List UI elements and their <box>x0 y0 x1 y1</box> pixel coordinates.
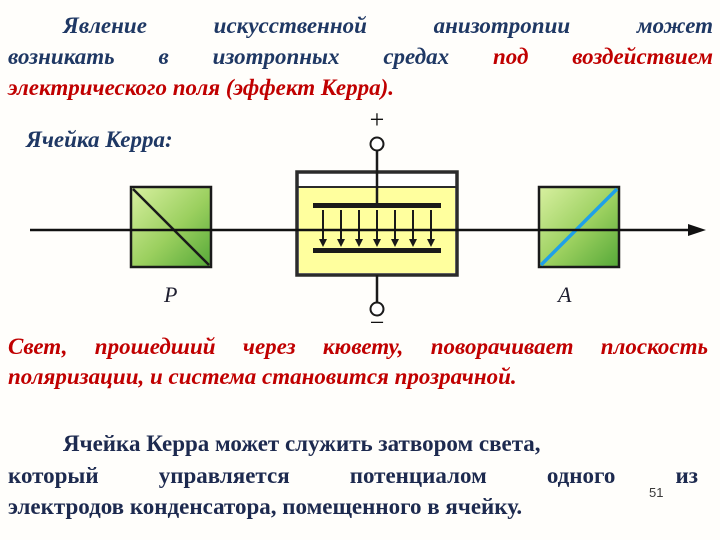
closing-line-2: который управляется потенциалом одного и… <box>8 462 698 488</box>
polarizer-label: P <box>163 282 177 307</box>
field-arrow <box>391 210 399 247</box>
title-line-2: возникать в изотропных средах под воздей… <box>8 41 713 72</box>
top-terminal <box>369 136 385 152</box>
analyzer-axis-line <box>539 187 619 267</box>
plus-terminal-label: + <box>370 105 385 134</box>
page-number: 51 <box>649 485 664 500</box>
title-line-1: Явление искусственной анизотропии может <box>8 10 713 41</box>
title-line-3: электрического поля (эффект Керра). <box>8 72 713 103</box>
beam-arrowhead <box>688 224 706 236</box>
light-beam <box>30 224 706 236</box>
field-arrow <box>373 210 381 247</box>
title-text-navy: возникать в изотропных средах <box>8 44 493 69</box>
description-paragraph: Свет, прошедший через кювету, поворачива… <box>8 332 708 392</box>
polarizer-axis-line <box>132 188 210 266</box>
capacitor-bottom-plate <box>313 248 441 253</box>
description-line-2: поляризации, и система становится прозра… <box>8 364 517 389</box>
closing-paragraph: Ячейка Керра может служить затвором свет… <box>8 428 698 523</box>
analyzer-square <box>537 185 621 269</box>
title-text-red: электрического поля (эффект Керра). <box>8 75 395 100</box>
field-arrow <box>337 210 345 247</box>
field-arrow <box>409 210 417 247</box>
analyzer-label: A <box>556 282 572 307</box>
capacitor-top-plate <box>313 203 441 208</box>
closing-line-3: электродов конденсатора, помещенного в я… <box>8 494 523 519</box>
field-arrow <box>355 210 363 247</box>
field-arrows <box>319 210 435 247</box>
closing-line-1: Ячейка Керра может служить затвором свет… <box>63 431 541 456</box>
bottom-terminal <box>369 301 385 317</box>
field-arrow <box>427 210 435 247</box>
description-line-1: Свет, прошедший через кювету, поворачива… <box>8 334 708 359</box>
title-text-red: под воздействием <box>492 44 713 69</box>
title-paragraph: Явление искусственной анизотропии может … <box>8 10 713 103</box>
polarizer-square <box>129 185 213 269</box>
field-arrow <box>319 210 327 247</box>
title-text-navy: Явление искусственной анизотропии может <box>63 13 713 38</box>
minus-terminal-label: − <box>370 308 385 337</box>
kerr-cell-heading: Ячейка Керра: <box>26 127 173 152</box>
